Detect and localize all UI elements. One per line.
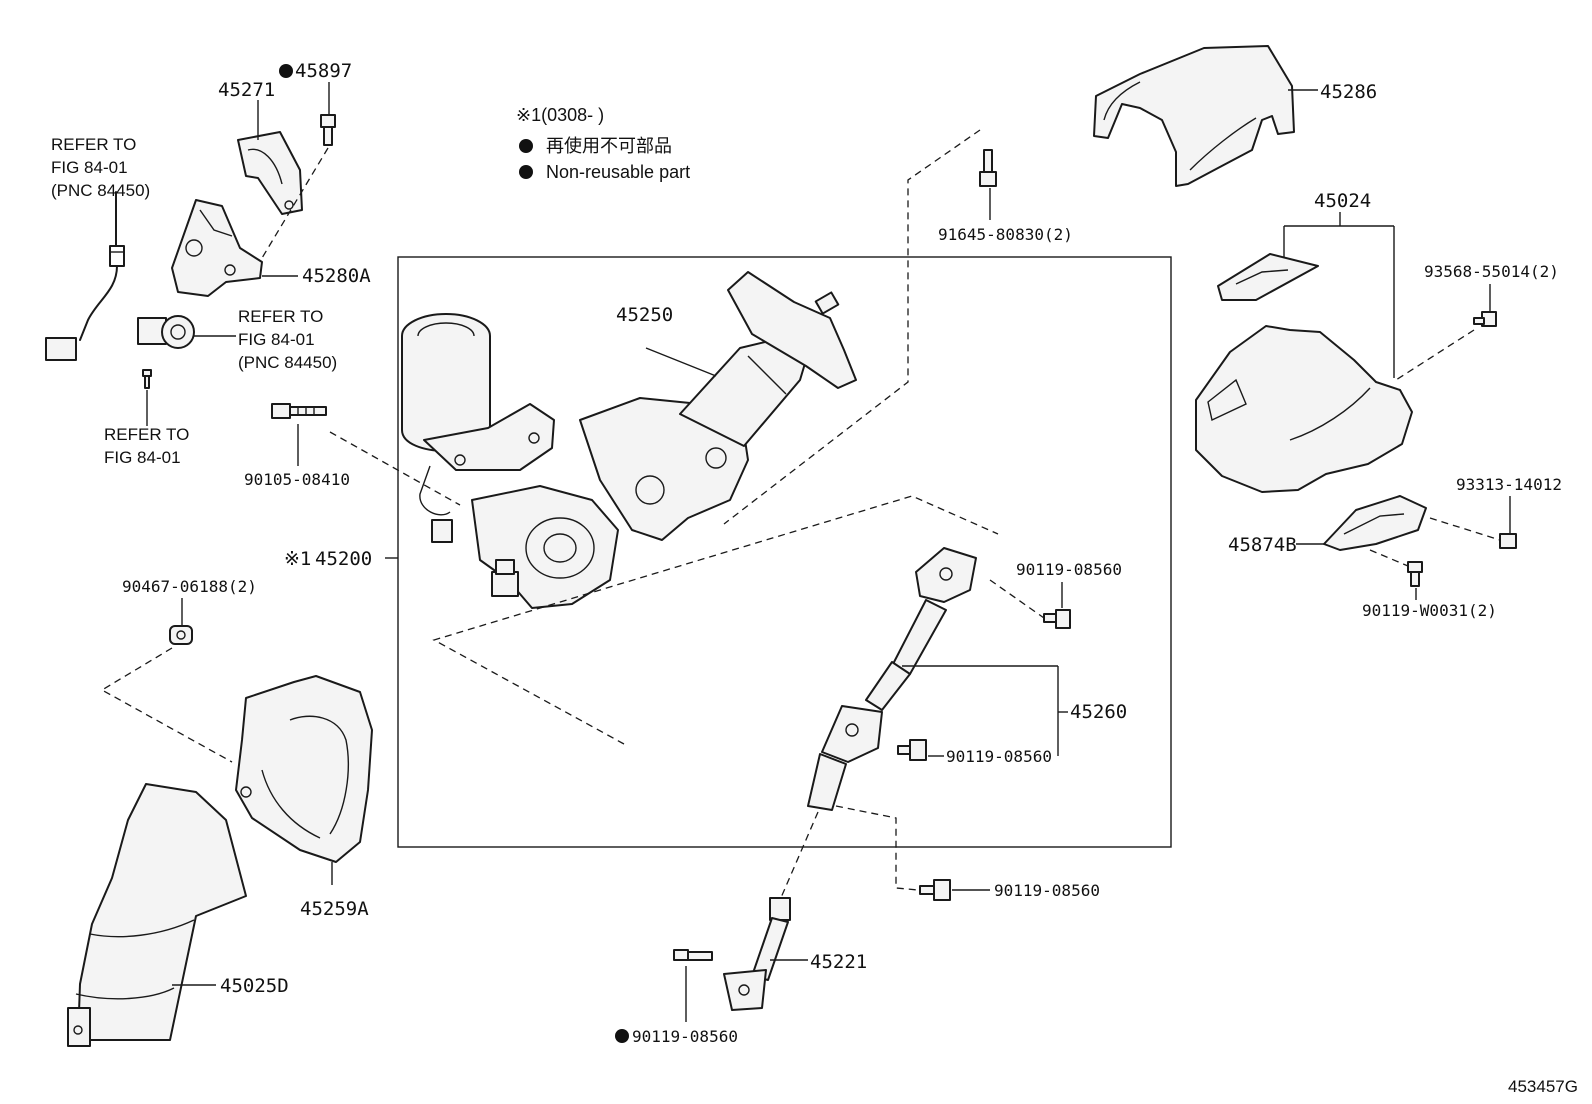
label-90119-w0031: 90119-W0031(2) <box>1362 601 1497 620</box>
part-45024-plate <box>1217 253 1319 301</box>
label-45025D: 45025D <box>220 975 289 997</box>
bolt-90119-08560-b <box>897 739 927 761</box>
dash-90119-c <box>835 805 919 891</box>
refer-b-line3: (PNC 84450) <box>238 353 337 372</box>
dash-90119-w <box>1369 549 1409 567</box>
part-45259A-boot <box>235 675 373 863</box>
part-45271-clamp <box>237 131 303 215</box>
part-45874B-plate <box>1323 495 1427 551</box>
non-reusable-en: Non-reusable part <box>546 162 690 182</box>
dash-90119-a <box>989 579 1045 619</box>
refer-a-line1: REFER TO <box>51 135 136 154</box>
label-93313-14012: 93313-14012 <box>1456 475 1562 494</box>
refer-c-line2: FIG 84-01 <box>104 448 181 467</box>
switch-part <box>137 315 195 349</box>
variant-note: ※1(0308- ) <box>516 105 604 125</box>
non-reusable-mark-90119-d <box>615 1029 629 1043</box>
label-45897: 45897 <box>295 60 352 82</box>
label-45024: 45024 <box>1314 190 1371 212</box>
part-45025D-cover <box>67 783 247 1047</box>
part-45286-upper-cover <box>1093 45 1295 187</box>
bolt-90119-08560-c <box>919 879 951 901</box>
label-45874B: 45874B <box>1228 534 1297 556</box>
dash-90467 <box>100 647 233 763</box>
dash-93313 <box>1429 517 1501 541</box>
bolt-45897 <box>320 114 336 146</box>
label-90119-08560-b: 90119-08560 <box>946 747 1052 766</box>
non-reusable-jp: 再使用不可部品 <box>546 136 672 156</box>
non-reusable-mark-45897 <box>279 64 293 78</box>
refer-b-line1: REFER TO <box>238 307 323 326</box>
screw-93568 <box>1473 311 1497 327</box>
refer-a-line2: FIG 84-01 <box>51 158 128 177</box>
legend: ※1(0308- ) 再使用不可部品 Non-reusable part <box>516 105 690 182</box>
screw-90119-w0031 <box>1407 561 1423 587</box>
refer-c-line1: REFER TO <box>104 425 189 444</box>
leader-45250 <box>645 347 717 377</box>
label-45286: 45286 <box>1320 81 1377 103</box>
part-45024-lower-cover <box>1195 325 1413 493</box>
part-45280A-bracket <box>171 199 263 297</box>
label-45250: 45250 <box>616 304 673 326</box>
label-45259A: 45259A <box>300 898 369 920</box>
wire-harness-part <box>45 191 125 361</box>
label-45280A: 45280A <box>302 265 371 287</box>
label-90119-08560-d: 90119-08560 <box>632 1027 738 1046</box>
label-45200: 45200 <box>315 548 372 570</box>
label-90105-08410: 90105-08410 <box>244 470 350 489</box>
label-90119-08560-a: 90119-08560 <box>1016 560 1122 579</box>
refer-a-line3: (PNC 84450) <box>51 181 150 200</box>
figure-id: 453457G <box>1508 1077 1578 1096</box>
label-90467-06188: 90467-06188(2) <box>122 577 257 596</box>
label-45260: 45260 <box>1070 701 1127 723</box>
assembly-frame-45200 <box>397 256 1172 848</box>
part-45221-yoke <box>723 897 791 1011</box>
dash-45260-area <box>432 495 999 745</box>
label-45200-mark: ※1 <box>284 548 311 570</box>
bolt-90105-08410 <box>271 403 327 419</box>
label-90119-08560-c: 90119-08560 <box>994 881 1100 900</box>
dash-93568 <box>1395 329 1475 381</box>
clip-93313 <box>1499 533 1517 549</box>
label-93568-55014: 93568-55014(2) <box>1424 262 1559 281</box>
label-45271: 45271 <box>218 79 275 101</box>
refer-b-line2: FIG 84-01 <box>238 330 315 349</box>
label-45221: 45221 <box>810 951 867 973</box>
part-45260-shaft <box>807 547 977 811</box>
bolt-90119-08560-a <box>1043 609 1071 629</box>
bolt-91645-80830 <box>979 149 997 187</box>
bolt-90119-08560-d <box>673 949 713 961</box>
non-reusable-bullet-en <box>519 165 533 179</box>
screw-small <box>142 369 152 389</box>
clip-90467 <box>169 625 193 645</box>
part-45250-column <box>401 271 857 609</box>
label-91645-80830: 91645-80830(2) <box>938 225 1073 244</box>
non-reusable-bullet-jp <box>519 139 533 153</box>
dash-45221 <box>779 811 819 901</box>
dash-90105 <box>329 431 461 506</box>
